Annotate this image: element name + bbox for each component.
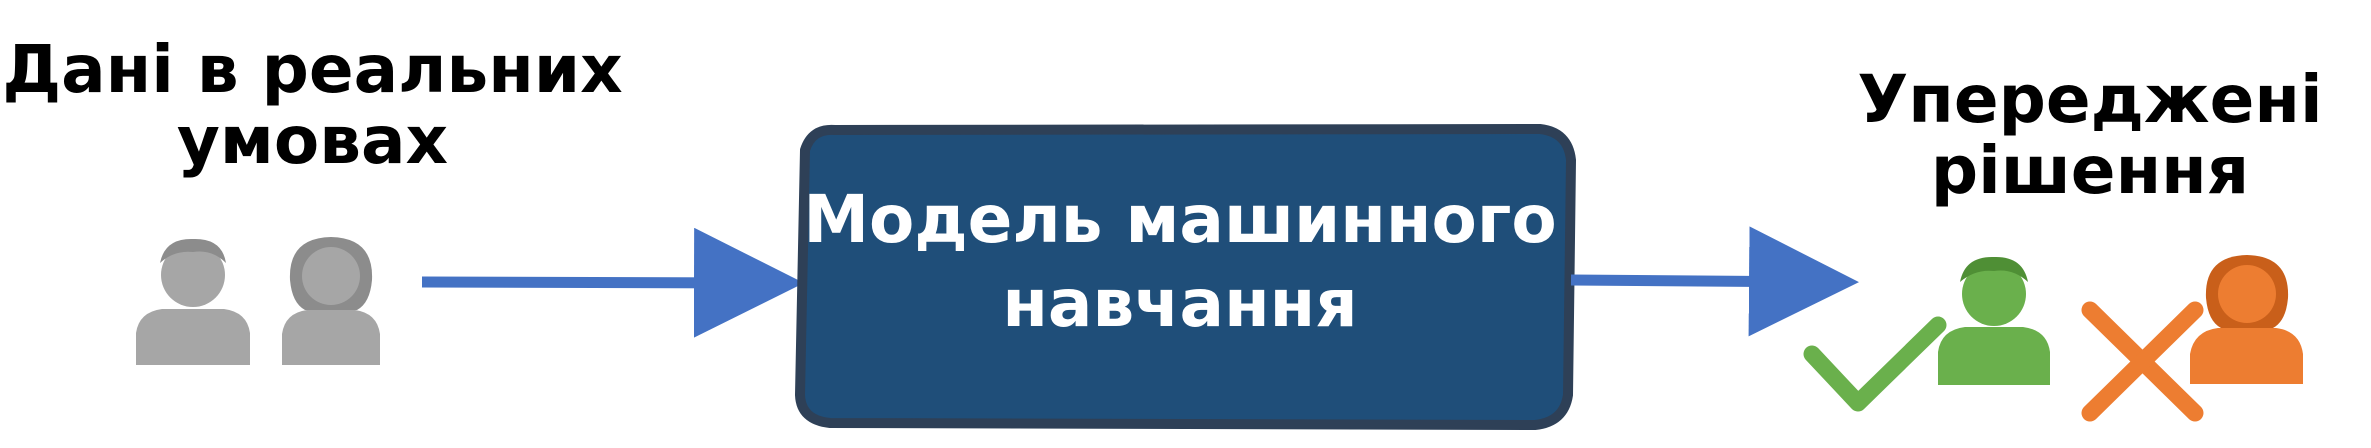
- check-mark-icon: [1803, 316, 1947, 412]
- ml-model-label: Модель машинного навчання: [790, 178, 1570, 347]
- input-to-model-arrow: [421, 227, 804, 338]
- model-label-line2: навчання: [1002, 265, 1358, 343]
- accepted-person-icon: [1938, 256, 2050, 385]
- model-to-output-arrow: [1570, 226, 1859, 337]
- rejection-x-icon: [2081, 301, 2204, 422]
- female-person-icon: [282, 237, 380, 365]
- model-label-line1: Модель машинного: [803, 181, 1557, 258]
- male-person-icon: [136, 238, 250, 365]
- input-data-label: Дані в реальних умовах: [0, 34, 625, 177]
- rejected-person-icon: [2190, 255, 2303, 384]
- input-label-line2: умовах: [176, 102, 449, 180]
- output-decisions-label: Упереджені рішення: [1850, 64, 2330, 207]
- output-label-line2: рішення: [1930, 132, 2250, 210]
- input-label-line1: Дані в реальних: [2, 31, 623, 108]
- output-label-line1: Упереджені: [1857, 61, 2323, 138]
- ml-model-box: [795, 124, 1576, 430]
